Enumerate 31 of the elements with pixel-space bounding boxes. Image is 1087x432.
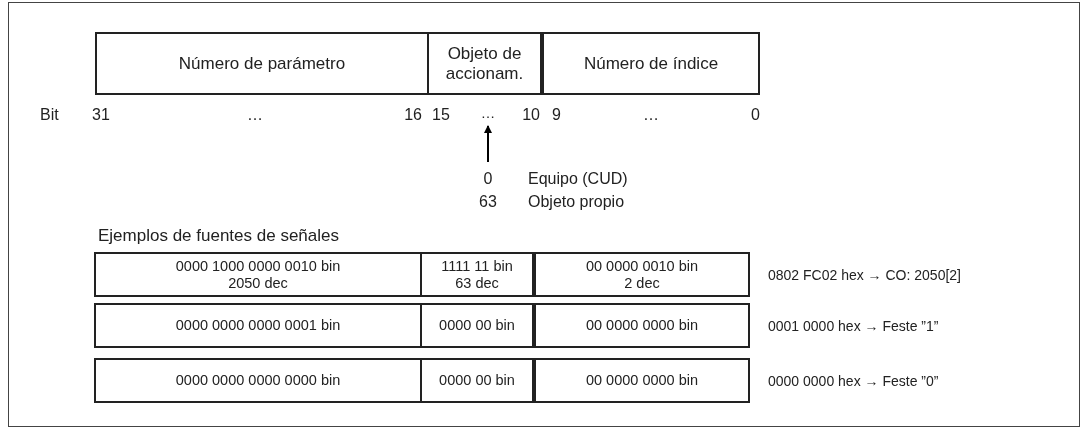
bit-number: 15 [432,105,451,125]
table-cell: 00 0000 0000 bin [534,303,750,348]
table-cell: Objeto de accionam. [427,32,542,95]
ellipsis: … [476,103,500,123]
value-number: 0 [482,169,494,189]
ellipsis: … [642,105,660,125]
bit-number: 9 [552,105,562,125]
section-heading: Ejemplos de fuentes de señales [98,225,340,247]
value-number: 63 [478,192,498,212]
result-text: 0000 0000 hex → Feste ”0” [768,372,940,391]
table-cell: 0000 1000 0000 0010 bin 2050 dec [94,252,422,297]
table-cell: 1111 11 bin 63 dec [420,252,534,297]
table-cell: 0000 00 bin [420,303,534,348]
table-cell: Número de índice [542,32,760,95]
table-cell: 00 0000 0010 bin 2 dec [534,252,750,297]
ellipsis: … [246,105,264,125]
bit-number: 10 [521,105,540,125]
bit-label: Bit [40,105,60,125]
bit-number: 16 [403,105,422,125]
arrow [484,125,492,163]
value-description: Objeto propio [528,192,626,212]
result-text: 0001 0000 hex → Feste ”1” [768,317,940,336]
table-cell: 00 0000 0000 bin [534,358,750,403]
value-description: Equipo (CUD) [528,169,629,189]
table-cell: 0000 0000 0000 0000 bin [94,358,422,403]
table-cell: 0000 0000 0000 0001 bin [94,303,422,348]
table-cell: 0000 00 bin [420,358,534,403]
bit-number: 31 [92,105,111,125]
table-cell: Número de parámetro [95,32,429,95]
bit-number: 0 [750,105,760,125]
result-text: 0802 FC02 hex → CO: 2050[2] [768,266,962,285]
